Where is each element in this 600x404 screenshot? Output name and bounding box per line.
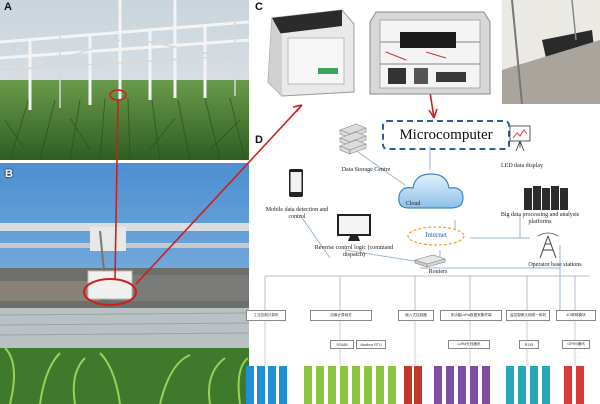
cloud-icon <box>398 173 464 209</box>
mounted-device-photo <box>0 163 249 404</box>
panel-label-c: C <box>255 1 263 13</box>
protocol-box-5: GPRS通讯 <box>562 340 590 349</box>
hardware-box-4: 多功能LoRa数据采集终端 <box>440 310 502 321</box>
device-bar-group-green <box>304 366 400 404</box>
hardware-box-1: 工业控制计算机 <box>246 310 286 321</box>
panel-label-b: B <box>5 168 13 180</box>
protocol-box-2: Modbus RTU <box>356 340 386 349</box>
internet-label: Internet <box>425 231 447 239</box>
monitor-icon <box>337 214 371 241</box>
device-bar-group-red <box>564 366 588 404</box>
big-data-label: Big data processing and analysis platfor… <box>500 212 580 225</box>
protocol-box-4: RJ45 <box>519 340 539 349</box>
panel-label-a: A <box>4 1 12 13</box>
protocol-box-3: LoRa无线通讯 <box>448 340 490 349</box>
led-display-label: LED data display <box>501 163 543 169</box>
hardware-box-3: 嵌入式控制器 <box>398 310 434 321</box>
greenhouse-field-photo <box>0 0 249 160</box>
ceiling-mounted-device <box>502 0 600 104</box>
led-display-icon <box>509 125 531 152</box>
routers-label: Routers <box>428 269 448 275</box>
device-bar-group-blue <box>246 366 288 404</box>
mobile-label: Mobile data detection and control <box>265 207 329 220</box>
server-stack-icon <box>339 123 367 155</box>
highlight-circle-b <box>83 278 137 306</box>
device-enclosure-closed <box>267 9 355 97</box>
base-station-icon <box>537 232 559 259</box>
arrow-b-to-c <box>135 104 303 285</box>
photo-panel-a <box>0 0 249 160</box>
arrow-a-to-b <box>114 99 119 281</box>
data-storage-label: Data Storage Centre <box>341 167 391 173</box>
internet-ellipse <box>407 226 465 246</box>
mobile-phone-icon <box>289 169 303 197</box>
cloud-label: Cloud <box>405 201 421 207</box>
operator-label: Operator base stations <box>528 262 582 268</box>
device-enclosure-open <box>369 11 491 95</box>
device-bar-group-purple <box>404 366 500 404</box>
panel-label-d: D <box>255 134 263 146</box>
photo-panel-b <box>0 163 249 404</box>
router-icon <box>413 254 447 268</box>
router-bus <box>264 275 590 312</box>
hardware-box-5: 监控摄像头网络一体机 <box>506 310 550 321</box>
hardware-box-2: 边缘计算网关 <box>310 310 372 321</box>
hardware-box-6: 4G联网模块 <box>556 310 596 321</box>
protocol-box-1: RS485 <box>330 340 354 349</box>
microcomputer-box: Microcomputer <box>382 120 510 150</box>
reverse-control-label: Reverse control logic (command dispatch) <box>314 245 394 258</box>
photo-device-installed <box>502 0 600 104</box>
device-bar-group-teal <box>506 366 556 404</box>
server-rack-icon <box>524 186 568 210</box>
